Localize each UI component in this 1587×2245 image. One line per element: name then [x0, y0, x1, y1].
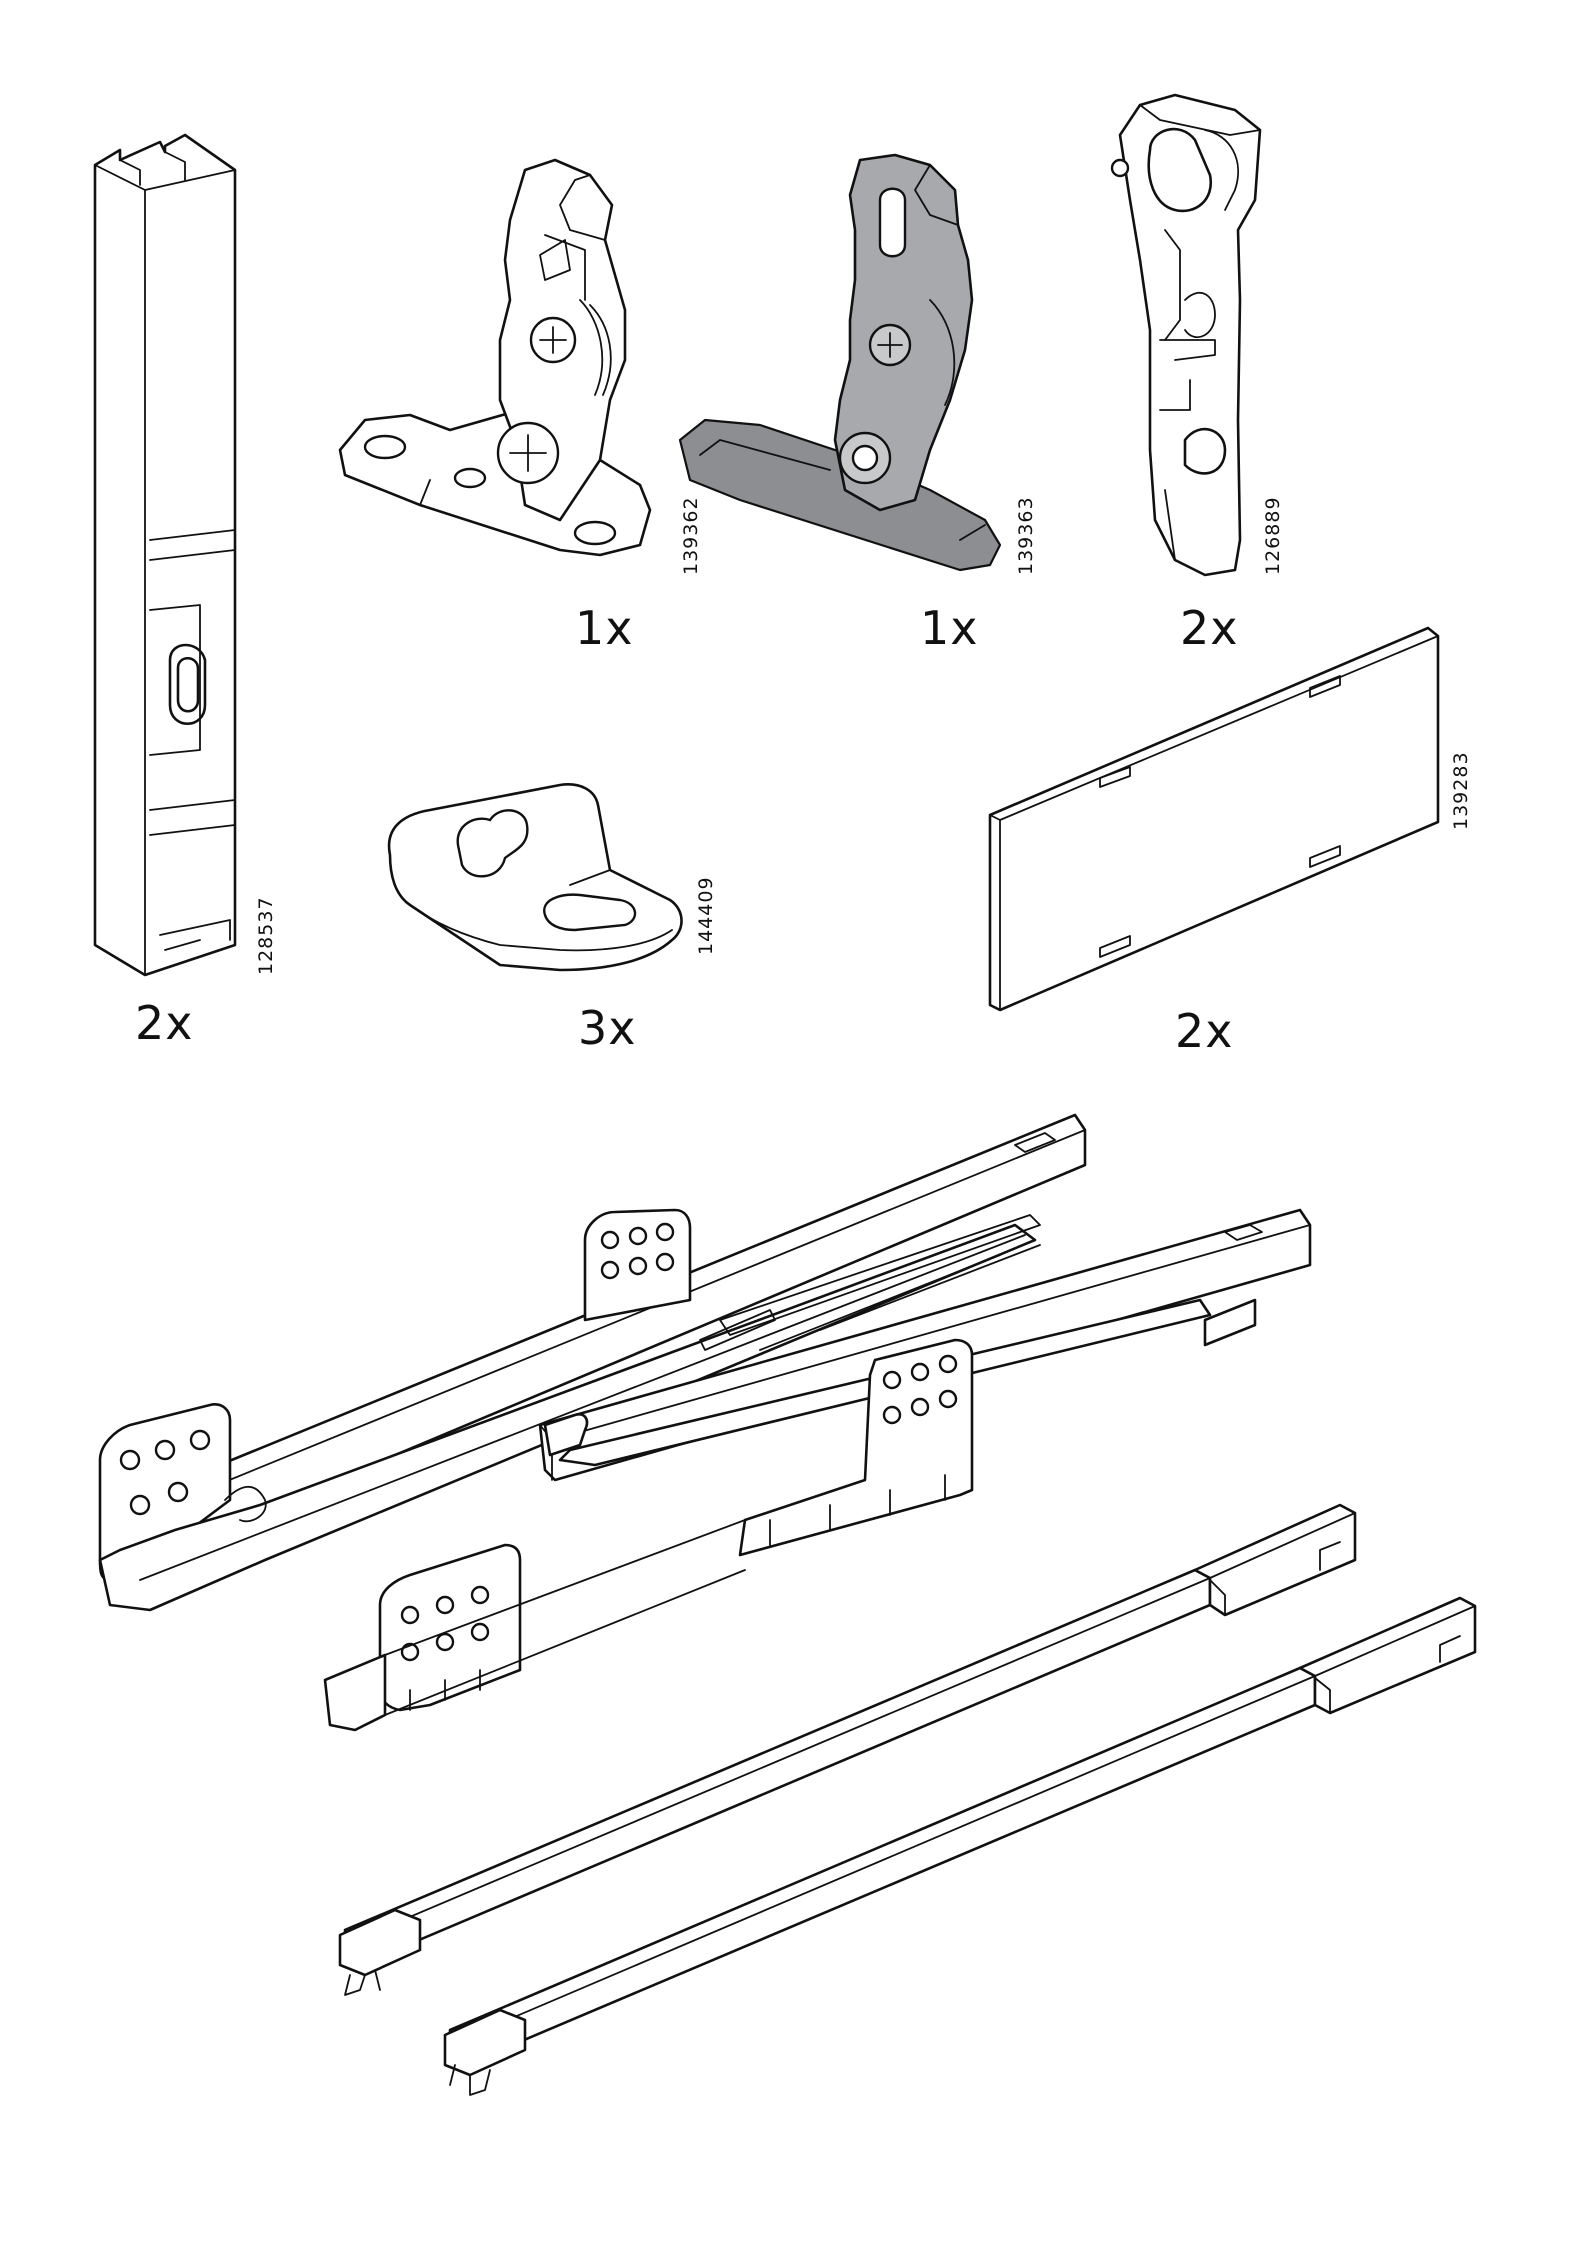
article-number-drawer-catch: 126889 [1262, 496, 1284, 575]
quantity-drawer-catch: 2x [1180, 605, 1239, 651]
drawer-catch-drawing [1112, 95, 1260, 575]
quantity-rail-clip: 2x [135, 1000, 194, 1046]
quantity-bracket-gray: 1x [920, 605, 979, 651]
article-number-angle-plate: 144409 [695, 876, 717, 955]
quantity-bracket-white: 1x [575, 605, 634, 651]
article-number-bracket-gray: 139363 [1015, 496, 1037, 575]
article-number-rail-clip: 128537 [255, 896, 277, 975]
bracket-gray-drawing [680, 155, 1000, 570]
quantity-angle-plate: 3x [578, 1005, 637, 1051]
rail-clip-drawing [95, 135, 235, 975]
angle-plate-drawing [389, 784, 681, 970]
panel-board-drawing [990, 628, 1438, 1010]
article-number-panel-board: 139283 [1450, 751, 1472, 830]
bracket-white-drawing [340, 160, 650, 555]
quantity-panel-board: 2x [1175, 1008, 1234, 1054]
article-number-bracket-white: 139362 [680, 496, 702, 575]
